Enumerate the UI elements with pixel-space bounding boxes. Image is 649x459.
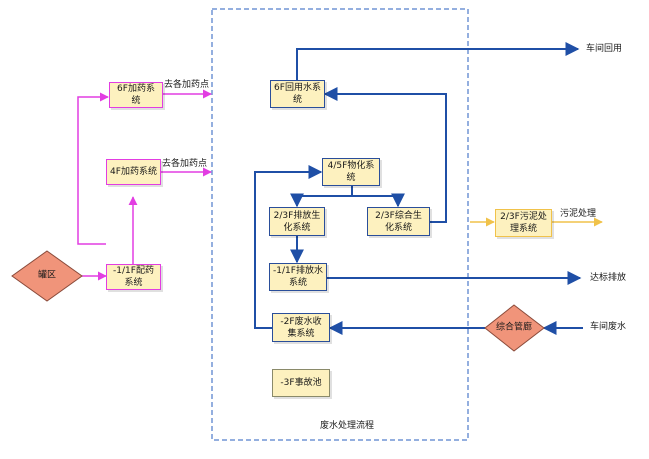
workshop-wastewater-label: 车间废水	[590, 322, 627, 332]
tank-area-label: 罐区	[37, 270, 57, 281]
accident-pool-b3-box: -3F事故池	[272, 369, 330, 397]
line-collect-to-physchem	[254, 165, 323, 329]
line-dosing-b1-to-dosing-6f	[77, 92, 109, 245]
line-physchem-split-right	[352, 193, 405, 208]
dosing-b1-box: -1/1F配药系统	[106, 264, 161, 290]
line-reuse-to-workshop	[296, 42, 580, 80]
reuse-6f-box: 6F回用水系统	[270, 80, 325, 108]
physchem-45f-box: 4/5F物化系统	[322, 158, 380, 186]
dosing-lines	[77, 89, 212, 281]
diagram-title: 废水处理流程	[320, 421, 375, 431]
line-physchem-split-left	[290, 186, 353, 208]
bio-23f-discharge-box: 2/3F排放生化系统	[269, 207, 325, 236]
compliant-discharge-label: 达标排放	[590, 273, 627, 283]
sludge-23f-box: 2/3F污泥处理系统	[495, 209, 552, 237]
discharge-b1-box: -1/1F排放水系统	[269, 263, 327, 291]
dosing-4f-box: 4F加药系统	[106, 159, 161, 185]
system-boundary	[211, 8, 469, 441]
pipe-gallery-diamond	[484, 304, 545, 352]
line-integrated-bio-to-reuse	[323, 87, 447, 223]
bio-23f-integrated-box: 2/3F综合生化系统	[367, 207, 430, 236]
tank-area-diamond	[11, 250, 83, 302]
to-dosing-points-label-1: 去各加药点	[164, 80, 210, 90]
process-lines	[254, 42, 583, 335]
sludge-treatment-label: 污泥处理	[560, 209, 597, 219]
collect-b2-box: -2F废水收集系统	[272, 313, 330, 342]
workshop-reuse-label: 车间回用	[586, 44, 623, 54]
pipe-gallery-label: 综合管廊	[495, 322, 533, 333]
to-dosing-points-label-2: 去各加药点	[162, 159, 208, 169]
dosing-6f-box: 6F加药系统	[109, 82, 163, 108]
